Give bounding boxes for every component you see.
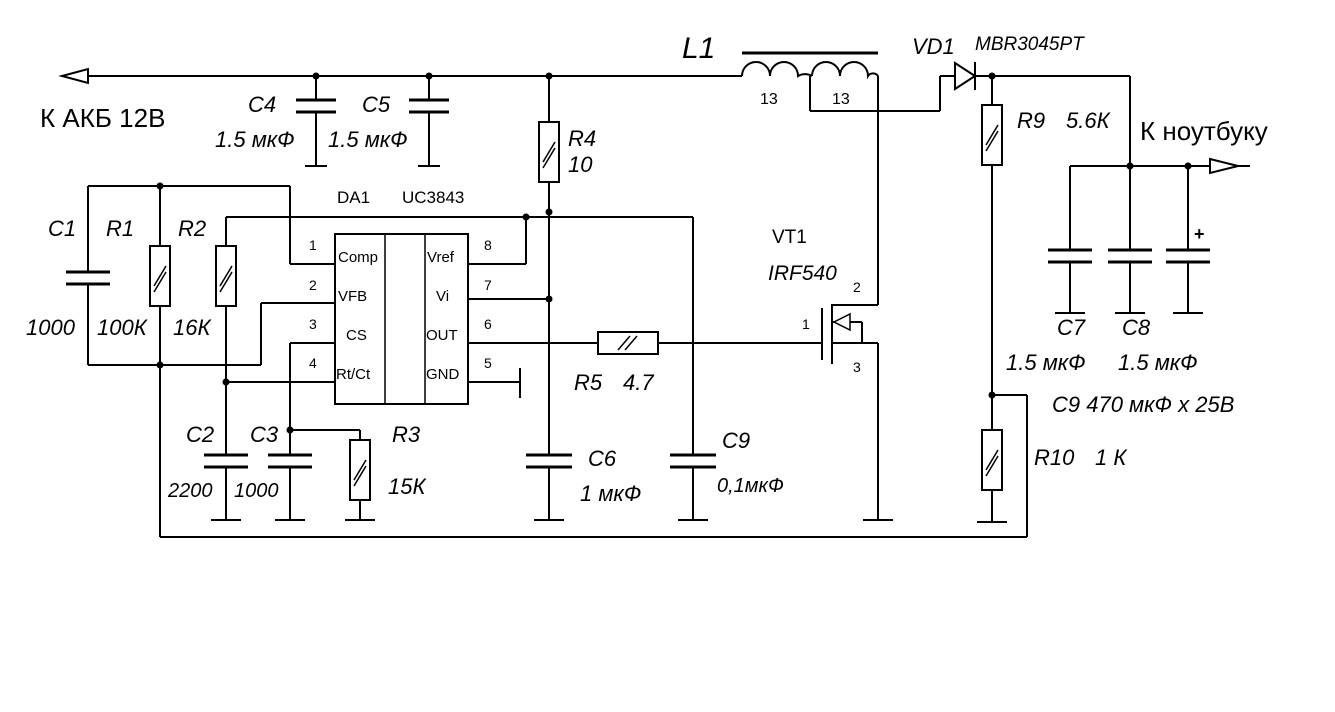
capacitor-c4: [296, 72, 336, 167]
c1-value: 1000: [26, 315, 76, 340]
ic-pin-4: 4: [309, 355, 317, 371]
r10-value: 1 К: [1095, 445, 1127, 470]
battery-label: К АКБ 12В: [40, 103, 165, 133]
c3-value: 1000: [234, 480, 279, 502]
resistor-r10: [977, 429, 1007, 523]
capacitor-c7: [1048, 166, 1092, 314]
cs-network: [286, 342, 360, 455]
resistor-r9: [981, 76, 1003, 430]
vfb-wire: [160, 302, 335, 366]
diode-vd1: [940, 61, 1130, 91]
ic-pin-rtct: Rt/Ct: [336, 366, 371, 383]
r3-value: 15К: [388, 474, 426, 499]
r1-value: 100К: [97, 315, 148, 340]
r1-label: R1: [106, 216, 134, 241]
r2-value: 16К: [173, 315, 211, 340]
ic-pin-comp: Comp: [338, 249, 378, 266]
r3-label: R3: [392, 422, 421, 447]
r9-label: R9: [1017, 108, 1045, 133]
c8-value: 1.5 мкФ: [1118, 350, 1198, 375]
vt1-pin2: 2: [853, 279, 861, 295]
mosfet-vt1: [821, 304, 893, 521]
vt1-pin3: 3: [853, 359, 861, 375]
da1-label: DA1: [337, 188, 370, 207]
r9-value: 5.6К: [1066, 108, 1111, 133]
c7-value: 1.5 мкФ: [1006, 350, 1086, 375]
l1-turns-a: 13: [760, 91, 778, 108]
capacitor-c3: [268, 453, 312, 521]
ic-pin-cs: CS: [346, 327, 367, 344]
ic-right-wires: [468, 217, 598, 398]
resistor-r5: [597, 331, 822, 355]
c2-value: 2200: [167, 480, 213, 502]
r5-value: 4.7: [623, 370, 654, 395]
ic-pin-vfb: VFB: [338, 288, 367, 305]
r2-label: R2: [178, 216, 206, 241]
ic-pin-7: 7: [484, 277, 492, 293]
c9-label: C9: [722, 428, 750, 453]
c1-label: C1: [48, 216, 76, 241]
comp-network: [66, 182, 335, 537]
r5-label: R5: [574, 370, 603, 395]
feedback-wire: [160, 394, 1028, 538]
ic-pin-6: 6: [484, 316, 492, 332]
c6-value: 1 мкФ: [580, 481, 641, 506]
ic-pin-vref: Vref: [427, 249, 455, 266]
c3-label: C3: [250, 422, 279, 447]
c5-label: C5: [362, 92, 391, 117]
ic-pin-8: 8: [484, 237, 492, 253]
output-arrow-icon: [1209, 157, 1239, 175]
c9-out-label: C9 470 мкФ х 25В: [1052, 392, 1234, 417]
resistor-r3: [345, 430, 375, 521]
ic-da1: [334, 233, 469, 405]
input-rail: [58, 67, 742, 85]
c6-label: C6: [588, 446, 617, 471]
c4-value: 1.5 мкФ: [215, 127, 295, 152]
r4-value: 10: [568, 152, 593, 177]
ic-pin-5: 5: [484, 355, 492, 371]
capacitor-c9-ref: [670, 217, 716, 521]
capacitor-c9-electrolytic: [1166, 166, 1210, 314]
output-rail: [1070, 76, 1250, 175]
vd1-part-label: MBR3045PT: [975, 34, 1085, 55]
ic-pin-1: 1: [309, 237, 317, 253]
c8-label: C8: [1122, 315, 1151, 340]
ic-pin-out: OUT: [426, 327, 458, 344]
vt1-part-label: IRF540: [768, 262, 837, 285]
l1-turns-b: 13: [832, 91, 850, 108]
ic-pin-3: 3: [309, 316, 317, 332]
vd1-label: VD1: [912, 34, 955, 59]
c2-label: C2: [186, 422, 214, 447]
c7-label: C7: [1057, 315, 1086, 340]
resistor-r2: [215, 213, 693, 455]
c4-label: C4: [248, 92, 276, 117]
vt1-pin1: 1: [802, 316, 810, 332]
r10-label: R10: [1034, 445, 1075, 470]
da1-part-label: UC3843: [402, 188, 464, 207]
input-arrow-icon: [58, 67, 89, 85]
inductor-l1: [741, 51, 941, 305]
capacitor-c5: [409, 72, 449, 167]
resistor-r4: [538, 72, 560, 455]
vt1-label: VT1: [772, 227, 807, 248]
polarity-plus: +: [1194, 224, 1205, 244]
c5-value: 1.5 мкФ: [328, 127, 408, 152]
r4-label: R4: [568, 126, 596, 151]
ic-pin-gnd: GND: [426, 366, 460, 383]
laptop-label: К ноутбуку: [1140, 116, 1268, 146]
ic-pin-2: 2: [309, 277, 317, 293]
capacitor-c2: [204, 453, 248, 521]
c9-value: 0,1мкФ: [717, 475, 784, 497]
l1-label: L1: [682, 32, 715, 65]
capacitor-c6: [526, 453, 572, 521]
ic-pin-vi: Vi: [436, 288, 449, 305]
capacitor-c8: [1108, 166, 1152, 314]
